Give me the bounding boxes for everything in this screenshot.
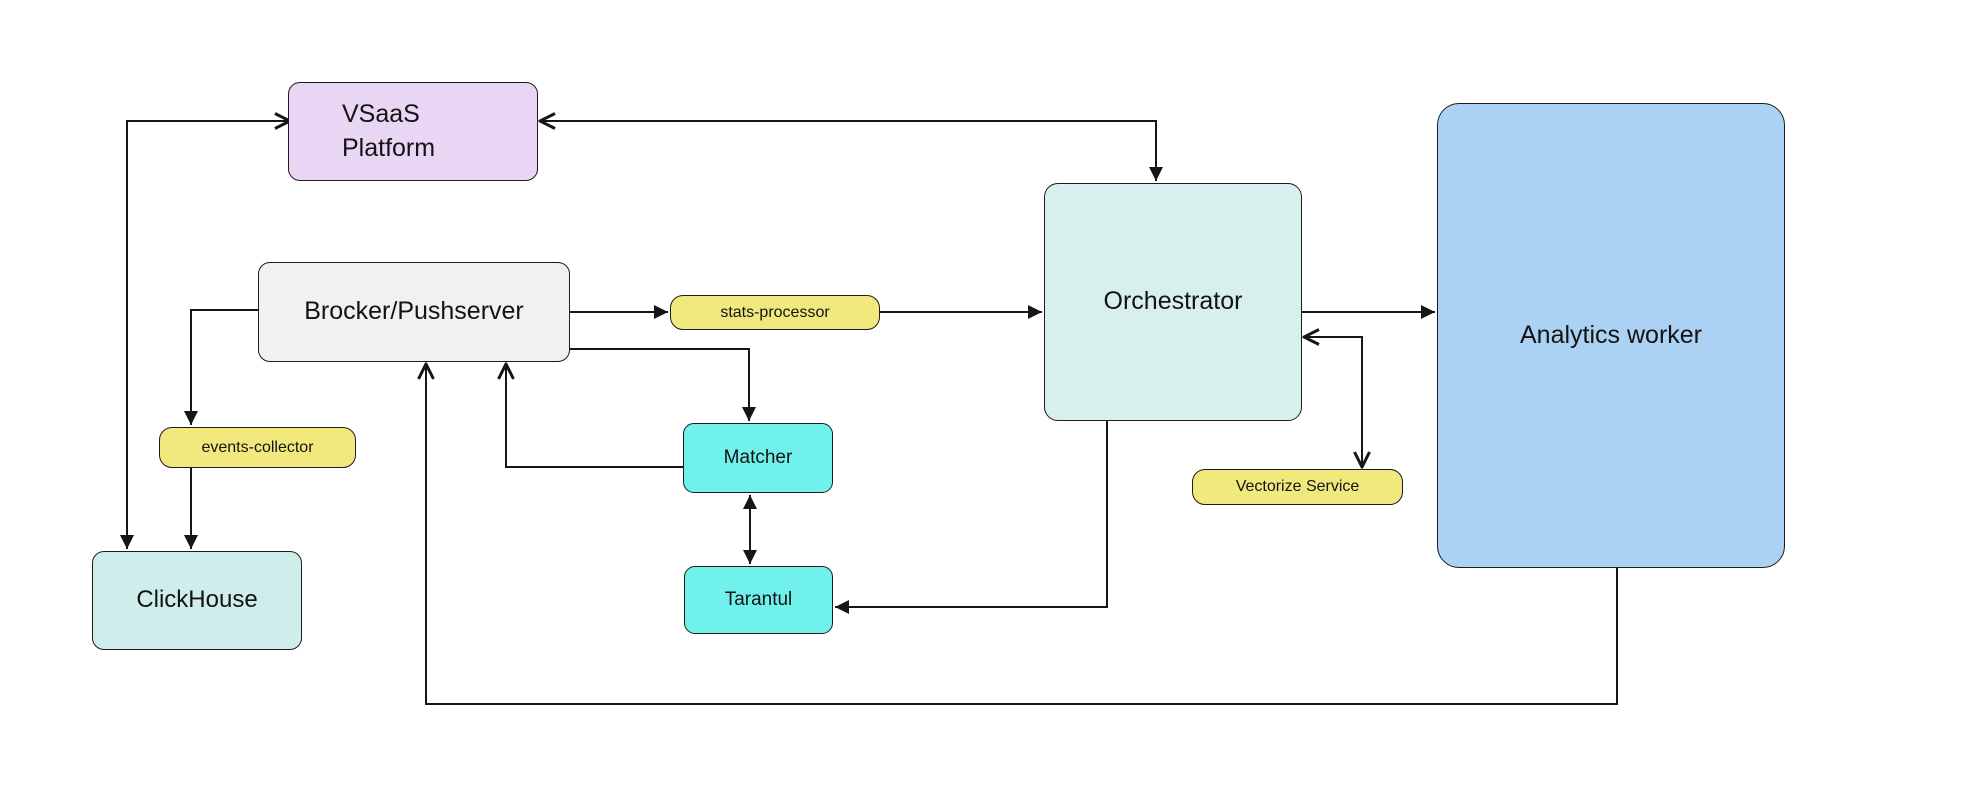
edge-matcher-brocker (506, 364, 683, 468)
node-vsaas-platform: VSaaS Platform (288, 82, 538, 181)
node-stats-processor: stats-processor (670, 295, 880, 330)
node-vsaas-platform-label: VSaaS Platform (342, 99, 436, 162)
edge-orchestrator-tarantul (835, 421, 1108, 614)
node-events-collector: events-collector (159, 427, 356, 468)
edge-vsaas-orchestrator (540, 121, 1156, 181)
node-vectorize-service: Vectorize Service (1192, 469, 1403, 505)
node-matcher-label: Matcher (723, 447, 793, 469)
edge-orchestrator-vectorize (1304, 337, 1362, 467)
node-clickhouse: ClickHouse (92, 551, 302, 650)
node-stats-processor-label: stats-processor (720, 303, 830, 321)
edge-brocker-matcher (570, 348, 756, 421)
node-orchestrator: Orchestrator (1044, 183, 1302, 421)
node-matcher: Matcher (683, 423, 833, 493)
node-tarantul: Tarantul (684, 566, 833, 634)
node-analytics-worker: Analytics worker (1437, 103, 1785, 568)
node-brocker-pushserver-label: Brocker/Pushserver (304, 297, 524, 326)
node-analytics-worker-label: Analytics worker (1520, 320, 1702, 349)
edge-brocker-events (184, 309, 258, 425)
node-events-collector-label: events-collector (201, 438, 314, 456)
node-orchestrator-label: Orchestrator (1103, 287, 1243, 316)
node-vectorize-service-label: Vectorize Service (1235, 478, 1360, 496)
node-tarantul-label: Tarantul (724, 589, 793, 611)
node-clickhouse-label: ClickHouse (136, 586, 258, 614)
node-brocker-pushserver: Brocker/Pushserver (258, 262, 570, 362)
